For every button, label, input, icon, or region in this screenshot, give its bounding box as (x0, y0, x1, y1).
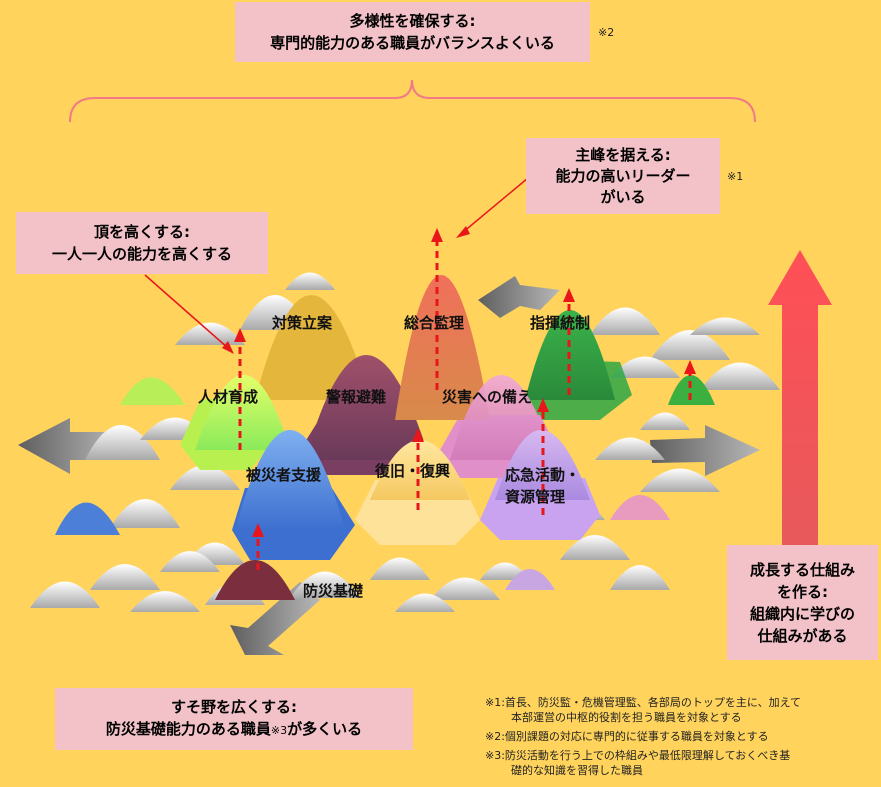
label-fukkyu: 復旧・復興 (375, 462, 451, 480)
label-sogo: 総合監理 (404, 314, 465, 332)
height-callout-head (222, 341, 234, 354)
height-box: 頂を高くする: 一人一人の能力を高くする (16, 212, 268, 274)
diversity-note: ※2 (598, 26, 615, 39)
peak-callout-line (461, 177, 529, 234)
mountain-smallpink (610, 495, 670, 520)
growth-line4: 仕組みがある (757, 626, 848, 645)
base-box: すそ野を広くする: 防災基礎能力のある職員※3が多くいる (55, 688, 413, 750)
right-arrow (650, 425, 760, 476)
label-saigai: 災害への備え (442, 388, 533, 406)
mountain-fukkyu (370, 440, 470, 500)
label-shiki: 指揮統制 (530, 314, 591, 332)
mountain-lightgreen (120, 377, 185, 405)
mountain-hisai (235, 430, 345, 530)
label-oukyu-1: 応急活動・ (505, 466, 581, 484)
mountain-jinzai (195, 375, 290, 450)
growth-line2: を作る: (777, 582, 828, 601)
mountain-keiho (305, 355, 430, 460)
peak-line3: がいる (600, 187, 646, 206)
footnote-3: ※3:防災活動を行う上での枠組みや最低限理解しておくべき基 (485, 749, 791, 762)
footnotes: ※1:首長、防災監・危機管理監、各部局のトップを主に、加えて 本部運営の中枢的役… (485, 695, 801, 778)
diversity-brace (69, 79, 756, 123)
diversity-line1: 多様性を確保する: (349, 12, 476, 30)
growth-line1: 成長する仕組み (749, 560, 855, 579)
mountain-smallgreen (668, 375, 715, 405)
label-taisaku: 対策立案 (272, 314, 333, 332)
back-arrow (478, 276, 560, 318)
dashed-arrows (238, 240, 692, 570)
footnote-1-cont: 本部運営の中枢的役割を担う職員を対象とする (511, 711, 742, 724)
height-callout-line (144, 274, 229, 349)
label-bosai: 防災基礎 (303, 582, 364, 600)
growth-box: 成長する仕組み を作る: 組織内に学びの 仕組みがある (727, 545, 878, 660)
diversity-line2: 専門的能力のある職員がバランスよくいる (270, 34, 555, 52)
peak-callout-head (456, 226, 470, 238)
diversity-box: 多様性を確保する: 専門的能力のある職員がバランスよくいる (235, 2, 590, 62)
base-line2b: が多くいる (287, 720, 363, 738)
base-line2: 防災基礎能力のある職員※3が多くいる (55, 718, 413, 742)
peak-line2: 能力の高いリーダー (555, 166, 691, 185)
base-line1: すそ野を広くする: (171, 698, 297, 716)
mountain-smallpurple (505, 569, 555, 590)
mountain-sogo (395, 275, 490, 420)
label-hisai: 被災者支援 (246, 466, 322, 484)
front-arrow (230, 582, 320, 655)
footnote-2: ※2:個別課題の対応に専門的に従事する職員を対象とする (485, 730, 769, 743)
peak-note: ※1 (727, 170, 744, 183)
grey-bumps (30, 272, 780, 612)
mountain-bosai (215, 560, 295, 600)
label-keiho: 警報避難 (326, 388, 387, 406)
footnote-3-cont: 礎的な知識を習得した職員 (511, 764, 643, 777)
base-note: ※3 (270, 724, 288, 737)
mountain-smallblue (55, 502, 120, 535)
dashed-arrowheads (234, 228, 696, 537)
peak-line1: 主峰を据える: (575, 145, 671, 164)
height-line2: 一人一人の能力を高くする (51, 245, 232, 263)
growth-line3: 組織内に学びの (749, 604, 855, 623)
peak-box: 主峰を据える: 能力の高いリーダー がいる (526, 138, 720, 214)
base-line2a: 防災基礎能力のある職員 (105, 720, 271, 738)
label-jinzai: 人材育成 (198, 388, 259, 406)
label-oukyu-2: 資源管理 (505, 488, 566, 506)
height-line1: 頂を高くする: (94, 223, 190, 241)
growth-arrow (768, 250, 832, 560)
footnote-1: ※1:首長、防災監・危機管理監、各部局のトップを主に、加えて (485, 696, 802, 709)
